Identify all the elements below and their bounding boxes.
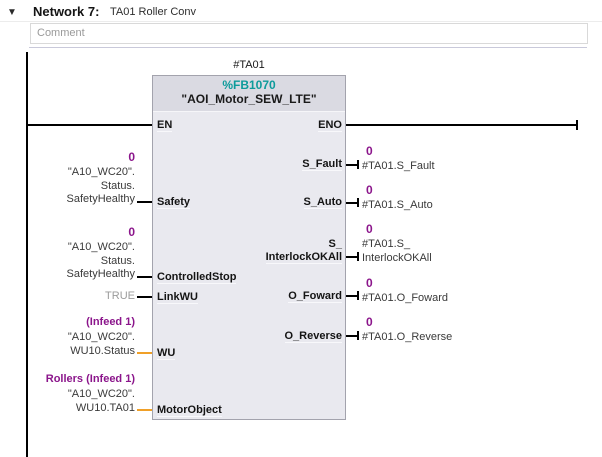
- port-wu[interactable]: WU: [157, 347, 176, 360]
- port-o-reverse[interactable]: O_Reverse: [284, 330, 342, 343]
- operand-controlledstop[interactable]: 0 "A10_WC20". Status. SafetyHealthy: [66, 225, 135, 280]
- fb-number[interactable]: %FB1070: [222, 78, 276, 92]
- collapse-network-icon[interactable]: ▼: [7, 7, 17, 18]
- port-linkwu[interactable]: LinkWU: [157, 291, 198, 304]
- operand-linkwu-constant[interactable]: TRUE: [105, 290, 135, 302]
- power-rail: [26, 52, 28, 457]
- monitor-value: 0: [366, 222, 373, 236]
- wire-linkwu: [137, 296, 152, 298]
- port-o-foward[interactable]: O_Foward: [288, 290, 342, 303]
- eno-wire: [346, 124, 576, 126]
- wire-o-reverse-tick: [357, 331, 359, 340]
- fb-block-header: %FB1070 "AOI_Motor_SEW_LTE": [153, 76, 345, 112]
- network-title[interactable]: TA01 Roller Conv: [110, 6, 196, 18]
- port-s-interlockokall[interactable]: S_ InterlockOKAll: [265, 238, 342, 264]
- port-s-fault[interactable]: S_Fault: [302, 158, 342, 171]
- wire-controlledstop: [137, 276, 152, 278]
- instance-name[interactable]: #TA01: [233, 59, 265, 71]
- comment-separator: [29, 47, 587, 48]
- port-motorobject[interactable]: MotorObject: [157, 404, 222, 417]
- fb-block[interactable]: %FB1070 "AOI_Motor_SEW_LTE": [152, 75, 346, 420]
- eno-wire-end-tick: [576, 120, 578, 130]
- network-number-label: Network 7:: [33, 4, 100, 19]
- monitor-value: 0: [366, 144, 373, 158]
- en-wire: [27, 124, 152, 126]
- wire-wu: [137, 352, 152, 354]
- fb-name[interactable]: "AOI_Motor_SEW_LTE": [181, 92, 317, 106]
- wire-o-foward-tick: [357, 291, 359, 300]
- network-comment-input[interactable]: Comment: [30, 23, 588, 44]
- wire-s-interlockokall-tick: [357, 252, 359, 261]
- operand-safety[interactable]: 0 "A10_WC20". Status. SafetyHealthy: [66, 150, 135, 205]
- monitor-value: 0: [366, 183, 373, 197]
- header-separator: [0, 21, 602, 22]
- wire-motorobject: [137, 409, 152, 411]
- operand-comment: (Infeed 1): [86, 316, 135, 328]
- operand-s-fault[interactable]: 0 #TA01.S_Fault: [362, 144, 435, 172]
- wire-safety: [137, 201, 152, 203]
- monitor-value: 0: [366, 315, 373, 329]
- monitor-value: 0: [366, 276, 373, 290]
- port-s-auto[interactable]: S_Auto: [303, 196, 342, 209]
- port-eno[interactable]: ENO: [318, 119, 342, 132]
- comment-placeholder: Comment: [37, 27, 85, 39]
- operand-s-interlockokall[interactable]: 0 #TA01.S_ InterlockOKAll: [362, 222, 432, 264]
- wire-o-foward: [346, 295, 358, 297]
- monitor-value: 0: [128, 225, 135, 239]
- monitor-value: 0: [128, 150, 135, 164]
- wire-s-interlockokall: [346, 256, 358, 258]
- operand-motorobject[interactable]: Rollers (Infeed 1) "A10_WC20". WU10.TA01: [45, 373, 135, 414]
- wire-o-reverse: [346, 335, 358, 337]
- port-en[interactable]: EN: [157, 119, 173, 132]
- wire-s-auto: [346, 202, 358, 204]
- operand-comment: Rollers (Infeed 1): [45, 373, 135, 385]
- operand-o-reverse[interactable]: 0 #TA01.O_Reverse: [362, 315, 453, 343]
- port-safety[interactable]: Safety: [157, 196, 191, 209]
- wire-s-fault: [346, 164, 358, 166]
- operand-wu[interactable]: (Infeed 1) "A10_WC20". WU10.Status: [67, 316, 135, 357]
- port-controlledstop[interactable]: ControlledStop: [157, 271, 237, 284]
- operand-s-auto[interactable]: 0 #TA01.S_Auto: [362, 183, 433, 211]
- wire-s-fault-tick: [357, 160, 359, 169]
- operand-o-foward[interactable]: 0 #TA01.O_Foward: [362, 276, 449, 304]
- wire-s-auto-tick: [357, 198, 359, 207]
